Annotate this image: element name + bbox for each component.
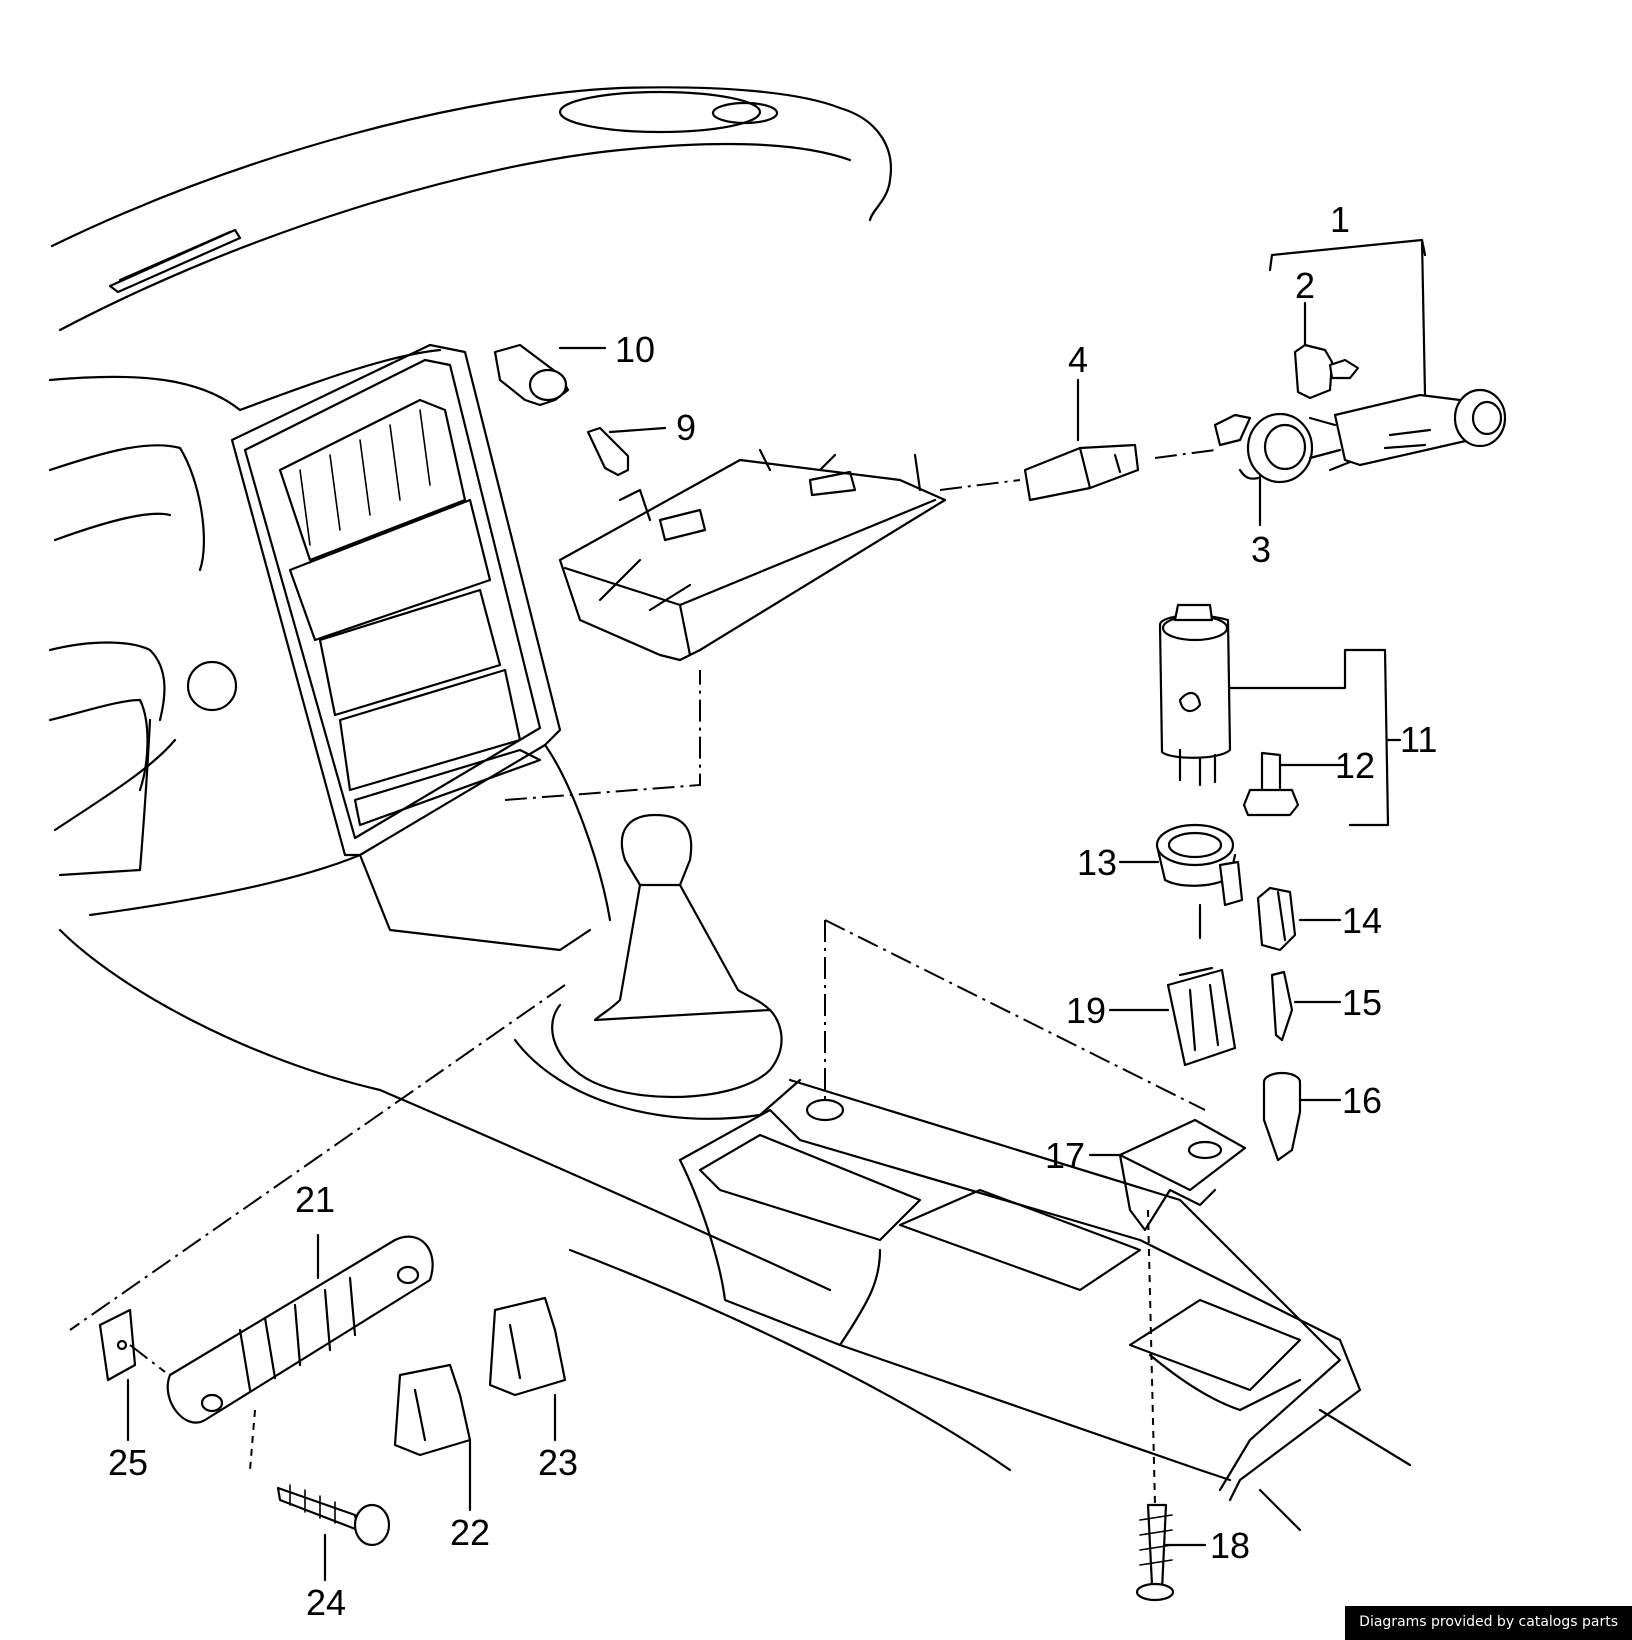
callout-4: 4 [1068,339,1088,380]
part-3-housing [1213,412,1314,484]
assembly-lines [69,449,1216,1506]
part-17-cover [1118,1118,1247,1232]
callout-18: 18 [1210,1525,1250,1566]
part-15-bulb [1270,970,1294,1042]
part-19-connector [1166,966,1237,1067]
gear-shifter [513,813,1342,1492]
radio-tray [558,448,947,662]
callout-1: 1 [1330,199,1350,240]
part-22-connector [393,1363,472,1457]
part-21-carrier [166,1235,434,1424]
callout-11: 11 [1400,719,1437,760]
callout-2: 2 [1295,265,1315,306]
part-11-switch [1158,603,1232,787]
part-24-screw [276,1484,391,1547]
callout-labels: 1 2 3 4 9 10 11 12 13 14 15 16 17 18 19 … [108,199,1437,1623]
callout-22: 22 [450,1512,490,1553]
part-1-lighter-body [1308,388,1507,472]
part-10-bulb-holder [493,343,570,407]
callout-23: 23 [538,1442,578,1483]
credit-badge: Diagrams provided by catalogs parts [1345,1606,1632,1640]
leader-lines [126,238,1427,1582]
callout-9: 9 [676,407,696,448]
callout-12: 12 [1335,745,1375,786]
part-23-connector [488,1296,567,1397]
part-18-screw [1135,1503,1175,1602]
part-2-element [1293,343,1360,400]
callout-25: 25 [108,1442,148,1483]
callout-21: 21 [295,1179,335,1220]
part-4-bracket [1023,443,1140,502]
callout-3: 3 [1251,529,1271,570]
center-stack [88,343,612,952]
dashboard-outline [48,86,1012,1472]
part-14-clip [1256,886,1297,952]
callout-19: 19 [1066,990,1106,1031]
part-12-bulb-socket [1242,751,1300,817]
center-console [678,1108,1412,1532]
callout-15: 15 [1342,982,1382,1023]
part-16-holder [1262,1071,1302,1162]
callout-10: 10 [615,329,655,370]
callout-14: 14 [1342,900,1382,941]
part-13-housing [1155,823,1244,907]
callout-13: 13 [1077,842,1117,883]
callout-24: 24 [306,1582,346,1623]
callout-16: 16 [1342,1080,1382,1121]
callout-17: 17 [1045,1135,1085,1176]
part-9-bulb [586,426,630,477]
part-25-clip [98,1308,137,1382]
